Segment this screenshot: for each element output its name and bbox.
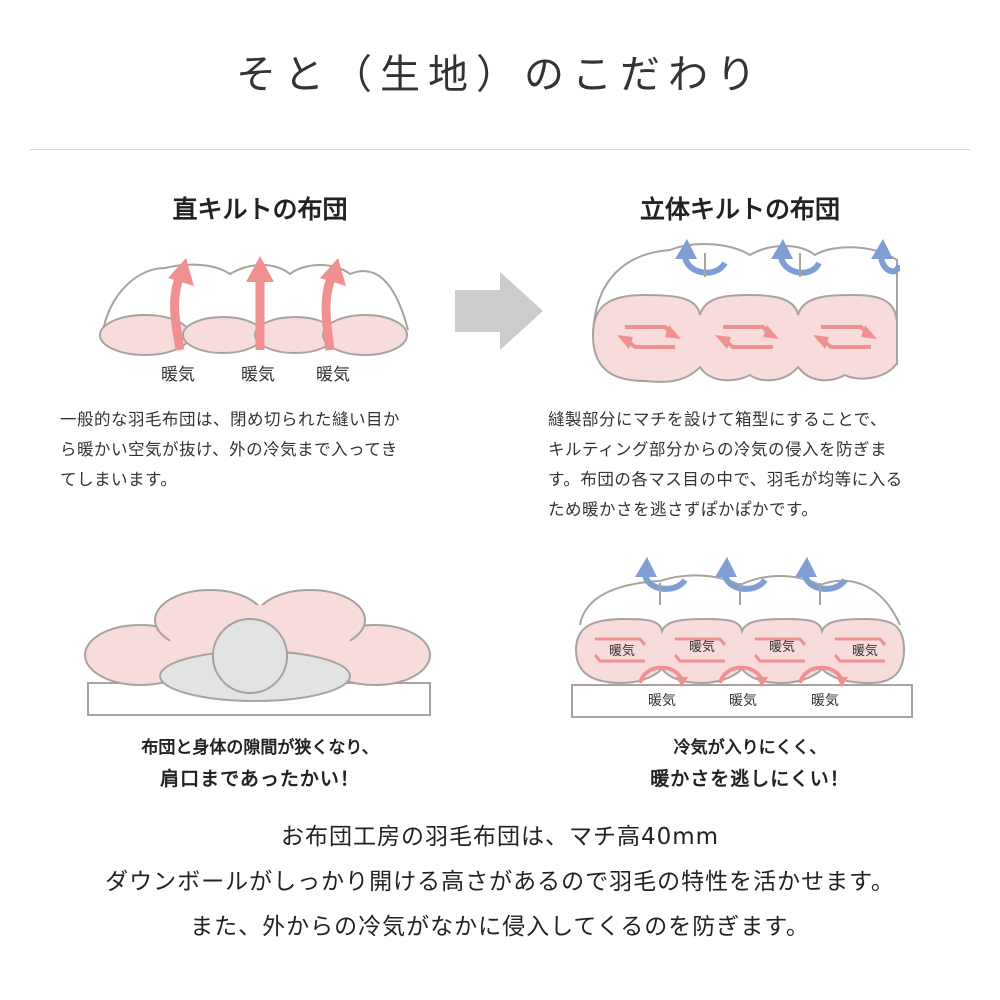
warm-air-label: 暖気 bbox=[648, 693, 676, 709]
left-caption: 布団と身体の隙間が狭くなり、 肩口まであったかい！ bbox=[141, 738, 379, 790]
warm-air-label: 暖気 bbox=[161, 365, 195, 385]
title-divider bbox=[30, 149, 970, 150]
warm-air-label: 暖気 bbox=[769, 639, 795, 655]
warm-air-label: 暖気 bbox=[852, 643, 878, 659]
warm-air-arrow-icon bbox=[320, 258, 346, 351]
left-heading: 直キルトの布団 bbox=[172, 195, 348, 224]
right-caption: 冷気が入りにくく、 暖かさを逃しにくい！ bbox=[650, 738, 850, 790]
warm-air-label: 暖気 bbox=[609, 643, 635, 659]
warm-air-label: 暖気 bbox=[316, 365, 350, 385]
sleeper-flat-illustration bbox=[84, 589, 431, 716]
circulation-arrow-icon bbox=[593, 637, 887, 663]
warm-air-arrow-icon bbox=[168, 258, 194, 351]
warm-air-arrow-icon bbox=[638, 665, 844, 684]
left-description: 一般的な羽毛布団は、閉め切られた縫い目か ら暖かい空気が抜け、外の冷気まで入って… bbox=[60, 410, 400, 489]
sleeper-box-illustration: 暖気 暖気 暖気 暖気 暖気 暖気 暖気 bbox=[571, 557, 913, 718]
box-quilt-diagram bbox=[591, 239, 900, 383]
warm-air-label: 暖気 bbox=[689, 639, 715, 655]
right-description: 縫製部分にマチを設けて箱型にすることで、 キルティング部分からの冷気の侵入を防ぎ… bbox=[548, 410, 903, 519]
warm-air-label: 暖気 bbox=[811, 693, 839, 709]
warm-air-label: 暖気 bbox=[241, 365, 275, 385]
right-arrow-icon bbox=[455, 272, 543, 350]
flat-quilt-diagram: 暖気 暖気 暖気 bbox=[99, 256, 409, 385]
warm-air-label: 暖気 bbox=[729, 693, 757, 709]
page-title: そと（生地）のこだわり bbox=[236, 52, 764, 98]
right-heading: 立体キルトの布団 bbox=[639, 195, 840, 224]
cold-air-arrow-icon bbox=[642, 572, 848, 592]
bottom-summary: お布団工房の羽毛布団は、マチ高40mm ダウンボールがしっかり開ける高さがあるの… bbox=[105, 824, 895, 940]
warm-air-arrow-icon bbox=[246, 256, 274, 350]
